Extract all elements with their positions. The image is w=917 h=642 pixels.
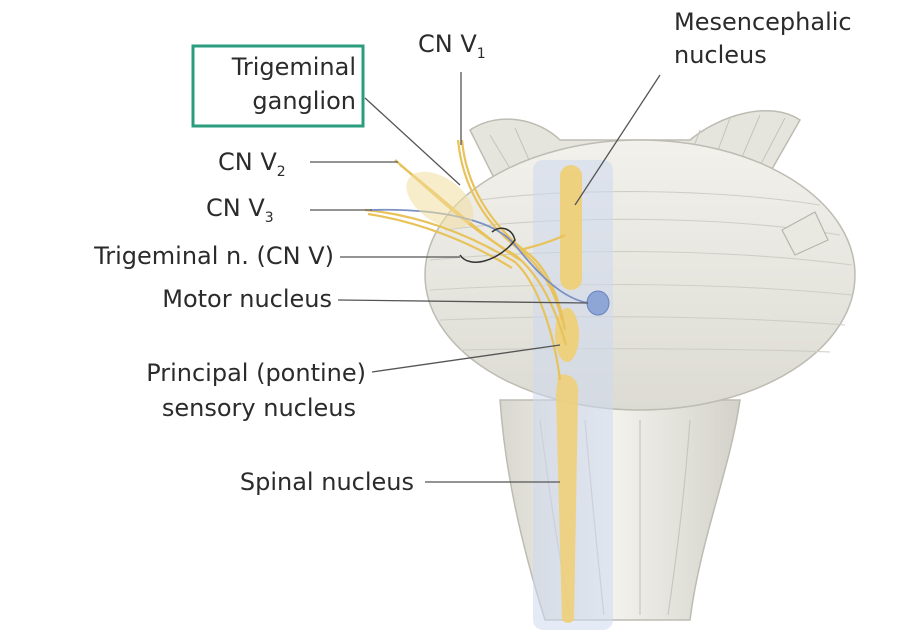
label-cn-v3-sub: 3 xyxy=(265,210,274,226)
pons xyxy=(425,140,855,410)
label-cn-v2-main: CN V xyxy=(218,148,277,176)
label-cn-v1-sub: 1 xyxy=(477,46,486,62)
label-cn-v1-main: CN V xyxy=(418,30,477,58)
motor-nucleus xyxy=(587,291,609,315)
label-mesencephalic-line2: nucleus xyxy=(674,41,767,69)
label-trigeminal-nerve: Trigeminal n. (CN V) xyxy=(93,242,334,270)
label-principal-line1: Principal (pontine) xyxy=(146,359,366,387)
mesencephalic-nucleus xyxy=(560,165,582,290)
label-cn-v3: CN V3 xyxy=(206,194,274,226)
label-cn-v2: CN V2 xyxy=(218,148,286,180)
label-mesencephalic-line1: Mesencephalic xyxy=(674,8,852,36)
label-cn-v3-main: CN V xyxy=(206,194,265,222)
label-cn-v2-sub: 2 xyxy=(277,164,286,180)
label-cn-v1: CN V1 xyxy=(418,30,486,62)
label-principal-line2: sensory nucleus xyxy=(162,394,356,422)
label-trigeminal-ganglion-line2: ganglion xyxy=(252,87,356,115)
principal-sensory-nucleus xyxy=(555,308,579,362)
label-spinal-nucleus: Spinal nucleus xyxy=(240,468,414,496)
leader-trigeminal-ganglion xyxy=(365,98,460,185)
label-motor-nucleus: Motor nucleus xyxy=(162,285,332,313)
label-trigeminal-ganglion-line1: Trigeminal xyxy=(231,53,356,81)
